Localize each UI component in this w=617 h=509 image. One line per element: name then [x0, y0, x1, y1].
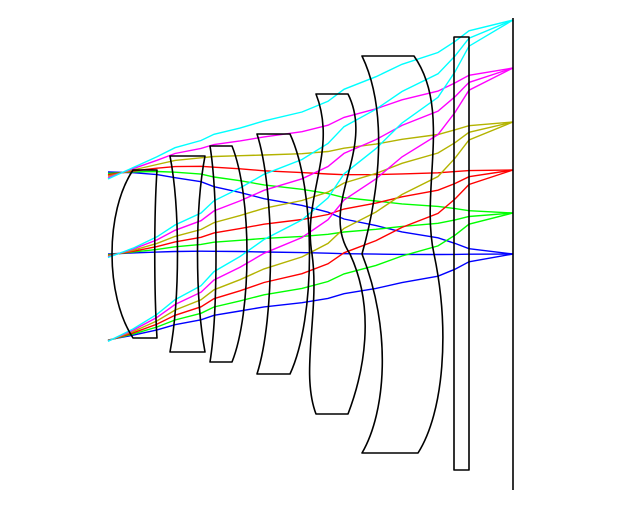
ray-field_0-0	[107, 171, 514, 255]
ray-field_0-2	[107, 253, 514, 341]
lens-element-3	[209, 145, 248, 363]
lens-element-2	[169, 155, 206, 353]
lens-element-6	[361, 55, 444, 454]
ray-bundles	[107, 19, 514, 343]
lens-element-4	[256, 133, 311, 375]
ray-field_5-2	[107, 19, 514, 343]
ray-field_3-0	[107, 121, 514, 177]
ray-field_3-1	[107, 121, 514, 257]
cover-glass-plate	[453, 36, 470, 471]
ray-field_1-2	[107, 212, 514, 341]
ray-field_3-2	[107, 121, 514, 342]
ray-field_4-2	[107, 67, 514, 342]
ray-field_1-0	[107, 170, 514, 214]
lens-elements	[111, 18, 514, 490]
ray-field_4-1	[107, 67, 514, 258]
ray-field_1-1	[107, 212, 514, 256]
ray-field_5-1	[107, 19, 514, 259]
lens-element-5	[308, 93, 366, 415]
ray-field_2-2	[107, 169, 514, 342]
ray-field_0-1	[107, 250, 514, 256]
ray-field_5-0	[107, 19, 514, 180]
ray-field_2-0	[107, 165, 514, 176]
lens-element-1	[111, 169, 158, 339]
